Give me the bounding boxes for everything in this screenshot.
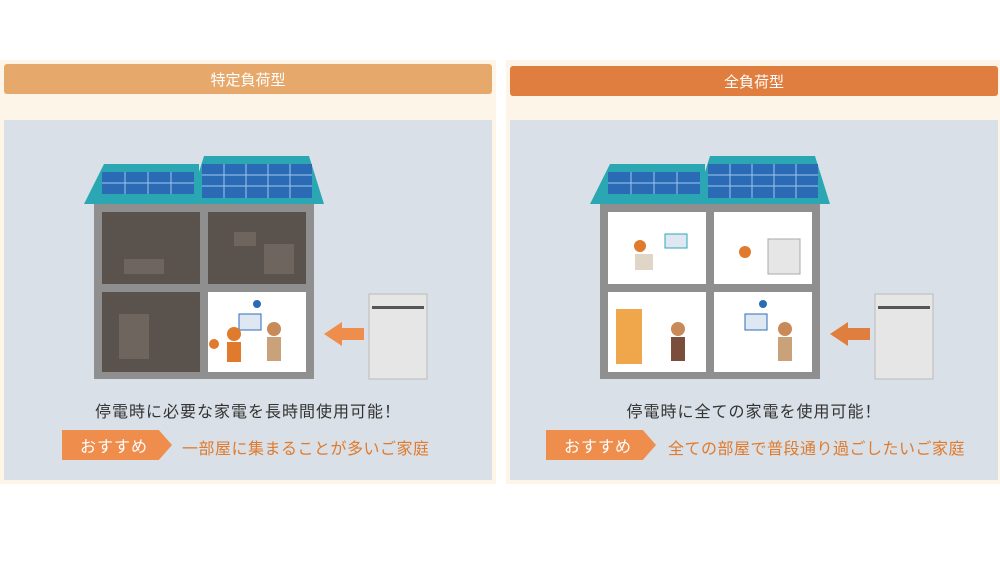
roof-icon	[590, 156, 830, 204]
arrow-left-icon	[324, 322, 364, 346]
recommend-badge: おすすめ	[546, 430, 656, 460]
full-load-panel: 全負荷型	[506, 60, 1000, 484]
panel-title: 特定負荷型	[4, 64, 492, 94]
panel-caption: 停電時に全ての家電を使用可能！	[626, 402, 882, 421]
panel-body: 停電時に必要な家電を長時間使用可能！ おすすめ 一部屋に集まることが多いご家庭	[4, 120, 492, 480]
recommend-row: おすすめ 一部屋に集まることが多いご家庭	[4, 430, 492, 462]
recommend-text: 一部屋に集まることが多いご家庭	[182, 439, 430, 458]
specific-load-panel: 特定負荷型	[0, 60, 496, 484]
panel-caption: 停電時に必要な家電を長時間使用可能！	[94, 402, 401, 421]
roof-icon	[84, 156, 324, 204]
panel-title: 全負荷型	[510, 66, 998, 96]
recommend-badge: おすすめ	[62, 430, 172, 460]
house-illustration-full	[590, 156, 934, 380]
recommend-text: 全ての部屋で普段通り過ごしたいご家庭	[668, 439, 966, 458]
panel-body: 停電時に全ての家電を使用可能！ おすすめ 全ての部屋で普段通り過ごしたいご家庭	[510, 120, 998, 480]
arrow-left-icon	[830, 322, 870, 346]
house-illustration-specific	[84, 156, 428, 380]
recommend-row: おすすめ 全ての部屋で普段通り過ごしたいご家庭	[510, 430, 998, 462]
